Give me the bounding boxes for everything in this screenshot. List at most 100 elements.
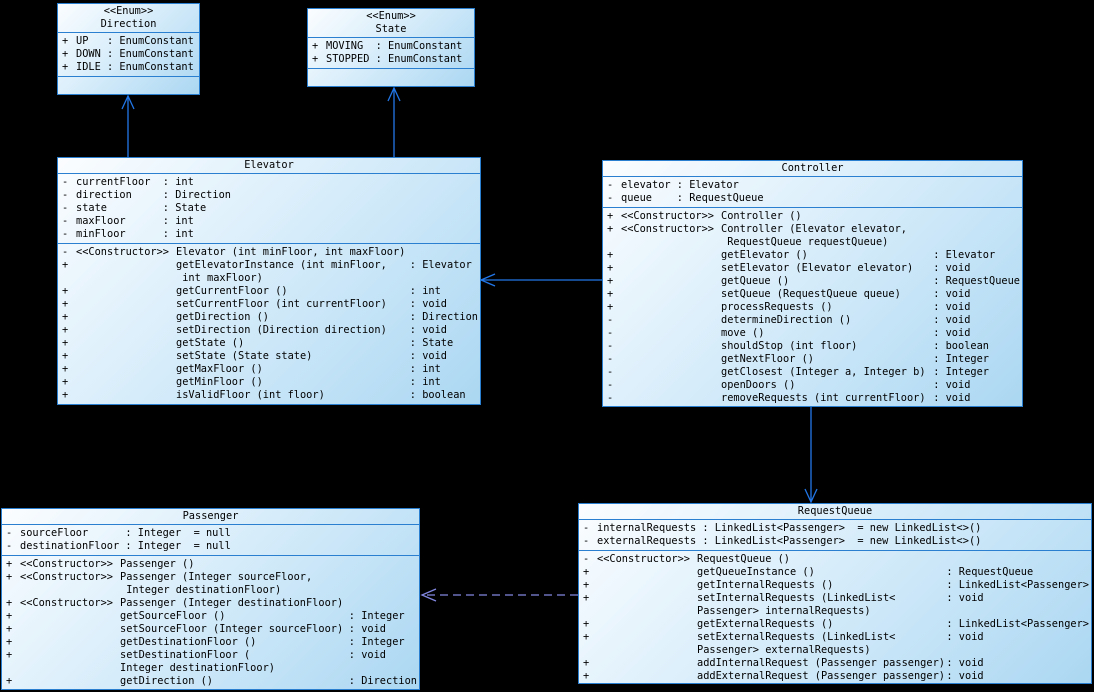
methods-compartment: -<<Constructor>>Elevator (int minFloor, …: [58, 244, 480, 404]
member-text: getQueue (): [721, 275, 790, 287]
methods-compartment: + <<Constructor>> Passenger () + <<Construct…: [2, 556, 419, 689]
member-text: : boolean: [409, 389, 466, 401]
visibility-symbol: +: [6, 597, 13, 609]
member-text: Passenger (): [120, 558, 195, 570]
member-text: state : State: [76, 202, 207, 214]
member-text: : Integer: [933, 353, 989, 365]
member-text: getDestinationFloor (): [120, 636, 257, 648]
attributes-compartment: -sourceFloor : Integer = null-destinatio…: [2, 525, 419, 556]
visibility-symbol: +: [62, 298, 69, 310]
member-text: MOVING : EnumConstant: [326, 40, 463, 52]
visibility-symbol: -: [62, 246, 69, 258]
visibility-symbol: +: [62, 35, 69, 47]
member-text: : boolean: [933, 340, 989, 352]
visibility-symbol: +: [583, 657, 590, 669]
member-text: Controller (Elevator elevator, RequestQu…: [721, 223, 907, 248]
member-text: getDirection (): [120, 675, 213, 687]
class-stereotype: <<Enum>>: [103, 5, 154, 17]
attributes-compartment: -currentFloor : int-direction : Directio…: [58, 174, 480, 244]
member-text: : int: [409, 376, 441, 388]
visibility-symbol: +: [583, 618, 590, 630]
member-text: UP : EnumConstant: [76, 35, 194, 47]
member-text: : void: [409, 298, 447, 310]
member-text: setCurrentFloor (int currentFloor): [176, 298, 387, 310]
visibility-symbol: -: [583, 553, 590, 565]
member-text: internalRequests : LinkedList<Passenger>…: [597, 522, 982, 534]
member-text: isValidFloor (int floor): [176, 389, 325, 401]
member-text: <<Constructor>>: [20, 597, 113, 609]
visibility-symbol: -: [583, 522, 590, 534]
member-text: : Direction: [409, 311, 478, 323]
member-text: : LinkedList<Passenger>: [946, 618, 1089, 630]
visibility-symbol: -: [607, 179, 614, 191]
member-text: : void: [946, 657, 984, 669]
class-box-direction[interactable]: <<Enum>> Direction +UP : EnumConstant+DO…: [57, 3, 200, 95]
class-box-elevator[interactable]: Elevator -currentFloor : int-direction :…: [57, 157, 481, 405]
visibility-symbol: +: [583, 566, 590, 578]
class-box-requestqueue[interactable]: RequestQueue -internalRequests : LinkedL…: [578, 503, 1092, 684]
visibility-symbol: +: [6, 636, 13, 648]
visibility-symbol: -: [62, 215, 69, 227]
visibility-symbol: +: [607, 249, 614, 261]
member-text: setInternalRequests (LinkedList< Passeng…: [697, 592, 896, 617]
visibility-symbol: +: [62, 61, 69, 73]
visibility-symbol: -: [62, 176, 69, 188]
member-text: direction : Direction: [76, 189, 231, 201]
class-name: Direction: [100, 18, 157, 30]
class-box-controller[interactable]: Controller -elevator : Elevator-queue : …: [602, 160, 1023, 407]
visibility-symbol: +: [607, 262, 614, 274]
member-text: currentFloor : int: [76, 176, 194, 188]
member-text: setExternalRequests (LinkedList< Passeng…: [697, 631, 896, 656]
class-title: <<Enum>> Direction: [58, 4, 199, 33]
class-title: RequestQueue: [579, 504, 1091, 520]
member-text: processRequests (): [721, 301, 833, 313]
member-text: destinationFloor : Integer = null: [20, 540, 231, 552]
member-text: getElevator (): [721, 249, 808, 261]
member-text: <<Constructor>>: [621, 223, 714, 235]
member-text: Passenger (Integer destinationFloor): [120, 597, 344, 609]
member-text: Controller (): [721, 210, 802, 222]
visibility-symbol: -: [607, 340, 614, 352]
member-text: <<Constructor>>: [20, 558, 113, 570]
member-text: getState (): [176, 337, 245, 349]
arrowhead-requestqueue-icon: [804, 488, 818, 504]
visibility-symbol: +: [583, 579, 590, 591]
arrowhead-passenger-icon: [420, 588, 437, 602]
member-text: minFloor : int: [76, 228, 194, 240]
member-text: setSourceFloor (Integer sourceFloor): [120, 623, 344, 635]
member-text: openDoors (): [721, 379, 796, 391]
visibility-symbol: -: [607, 366, 614, 378]
member-text: setDestinationFloor ( Integer destinatio…: [120, 649, 275, 674]
member-text: IDLE : EnumConstant: [76, 61, 194, 73]
visibility-symbol: +: [6, 558, 13, 570]
visibility-symbol: +: [6, 675, 13, 687]
visibility-symbol: -: [607, 192, 614, 204]
member-text: : void: [933, 314, 971, 326]
class-title: Controller: [603, 161, 1022, 177]
attributes-compartment: -internalRequests : LinkedList<Passenger…: [579, 520, 1091, 551]
member-text: getSourceFloor (): [120, 610, 226, 622]
arrowhead-direction-icon: [121, 94, 135, 110]
visibility-symbol: +: [62, 259, 69, 271]
class-box-passenger[interactable]: Passenger -sourceFloor : Integer = null-…: [1, 508, 420, 690]
visibility-symbol: -: [6, 527, 13, 539]
visibility-symbol: -: [62, 228, 69, 240]
member-text: : Elevator: [409, 259, 472, 271]
visibility-symbol: +: [583, 592, 590, 604]
visibility-symbol: +: [62, 324, 69, 336]
member-text: : LinkedList<Passenger>: [946, 579, 1089, 591]
class-name: Elevator: [244, 159, 294, 171]
member-text: : void: [933, 392, 971, 404]
methods-compartment: -<<Constructor>>RequestQueue ()+getQueue…: [579, 551, 1091, 683]
visibility-symbol: +: [6, 649, 13, 661]
visibility-symbol: -: [607, 379, 614, 391]
arrowhead-state-icon: [387, 86, 401, 102]
visibility-symbol: -: [607, 327, 614, 339]
member-text: : Elevator: [933, 249, 996, 261]
visibility-symbol: +: [607, 301, 614, 313]
class-box-state[interactable]: <<Enum>> State +MOVING : EnumConstant+ST…: [307, 8, 475, 87]
member-text: sourceFloor : Integer = null: [20, 527, 231, 539]
visibility-symbol: +: [607, 223, 614, 235]
visibility-symbol: +: [62, 337, 69, 349]
